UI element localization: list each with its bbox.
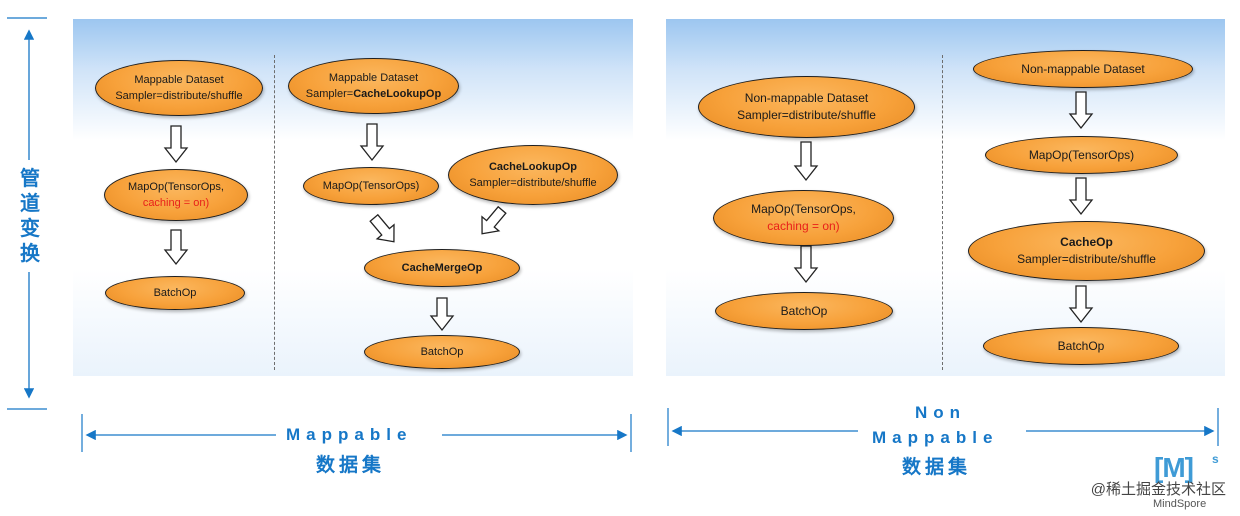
- non-mappable-subtitle: 数据集: [902, 457, 972, 478]
- batchop-node: BatchOp: [715, 292, 893, 330]
- non-mappable-title-line1: Non: [911, 403, 971, 423]
- mappable-title: Mappable: [282, 425, 417, 445]
- non-mappable-title-line2: Mappable: [868, 428, 1003, 448]
- non-mappable-dataset-node: Non-mappable Dataset: [973, 50, 1193, 88]
- mindspore-logo-text: MindSpore: [1153, 498, 1207, 510]
- mapop-caching-node: MapOp(TensorOps,caching = on): [104, 169, 248, 221]
- mapop-caching-node: MapOp(TensorOps,caching = on): [713, 190, 894, 246]
- left-panel-divider: [274, 55, 275, 370]
- mapop-node: MapOp(TensorOps): [985, 136, 1178, 174]
- pipeline-transform-label: 管道变换: [20, 168, 40, 265]
- right-panel-divider: [942, 55, 943, 370]
- mindspore-logo: [M]: [1154, 452, 1194, 483]
- cache-merge-node: CacheMergeOp: [364, 249, 520, 287]
- mappable-dataset-lookup-node: Mappable Dataset Sampler=CacheLookupOp: [288, 58, 459, 114]
- batchop-node: BatchOp: [983, 327, 1179, 365]
- mindspore-logo-sup: s: [1212, 452, 1219, 466]
- mapop-node: MapOp(TensorOps): [303, 167, 439, 205]
- batchop-node: BatchOp: [364, 335, 520, 369]
- watermark: @稀土掘金技术社区: [1090, 481, 1226, 498]
- batchop-node: BatchOp: [105, 276, 245, 310]
- mappable-subtitle: 数据集: [316, 455, 386, 476]
